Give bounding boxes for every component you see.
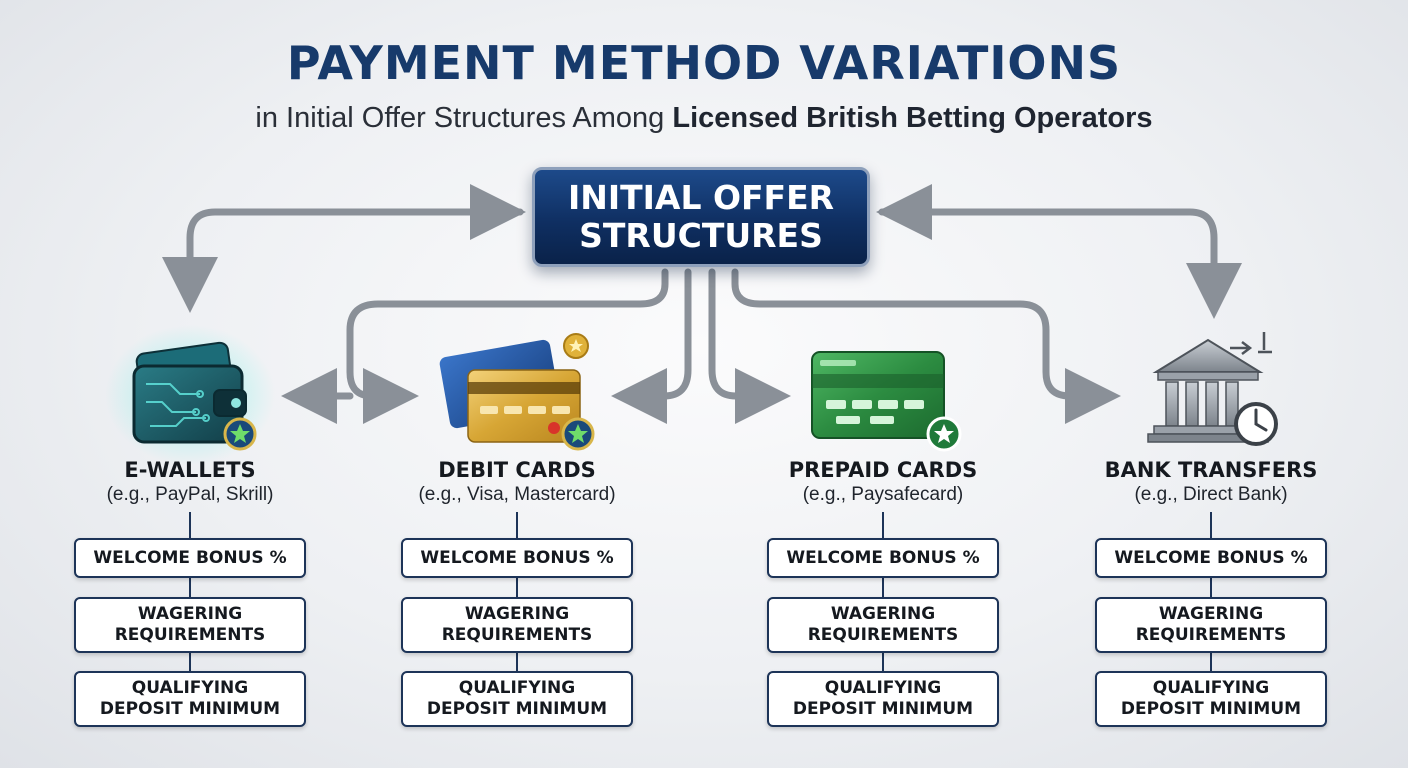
method-name-bank-transfers: BANK TRANSFERS [1104,458,1318,482]
method-name-prepaid-cards: PREPAID CARDS [788,458,978,482]
feature-welcome-bonus: WELCOME BONUS % [767,538,999,578]
feature-welcome-bonus: WELCOME BONUS % [401,538,633,578]
initial-offer-structures-box: INITIAL OFFER STRUCTURES [532,167,870,267]
arrow-right-outer [878,208,1242,319]
feature-welcome-bonus: WELCOME BONUS % [74,538,306,578]
arrow-to-prepaid [708,268,791,424]
method-example-e-wallets: (e.g., PayPal, Skrill) [106,484,274,505]
feature-qualifying-deposit-minimum: QUALIFYING DEPOSIT MINIMUM [401,671,633,727]
center-line-2: STRUCTURES [579,216,823,255]
page-subtitle: in Initial Offer Structures Among Licens… [0,102,1408,135]
method-example-bank-transfers: (e.g., Direct Bank) [1134,484,1288,505]
feature-qualifying-deposit-minimum: QUALIFYING DEPOSIT MINIMUM [1095,671,1327,727]
center-line-1: INITIAL OFFER [567,178,835,217]
feature-wagering-requirements: WAGERING REQUIREMENTS [74,597,306,653]
arrows-top [162,184,1242,319]
page-title: PAYMENT METHOD VARIATIONS [286,36,1122,90]
feature-wagering-requirements: WAGERING REQUIREMENTS [401,597,633,653]
arrows-lower [281,268,1121,424]
subtitle-prefix: in Initial Offer Structures Among [255,102,673,134]
prepaid-card-icon [811,351,962,452]
feature-wagering-requirements: WAGERING REQUIREMENTS [1095,597,1327,653]
feature-welcome-bonus: WELCOME BONUS % [1095,538,1327,578]
debit-card-icon [439,333,595,451]
feature-connectors [189,512,1212,672]
method-name-debit-cards: DEBIT CARDS [438,458,596,482]
method-example-prepaid-cards: (e.g., Paysafecard) [802,484,964,505]
method-example-debit-cards: (e.g., Visa, Mastercard) [418,484,616,505]
feature-qualifying-deposit-minimum: QUALIFYING DEPOSIT MINIMUM [767,671,999,727]
arrow-to-debit [346,268,669,424]
feature-qualifying-deposit-minimum: QUALIFYING DEPOSIT MINIMUM [74,671,306,727]
arrow-to-debit-right [611,268,692,424]
arrow-to-bank [731,268,1121,424]
bank-icon [1147,332,1278,446]
wallet-icon [105,325,275,465]
subtitle-emphasis: Licensed British Betting Operators [672,102,1153,134]
feature-wagering-requirements: WAGERING REQUIREMENTS [767,597,999,653]
method-name-e-wallets: E-WALLETS [124,458,256,482]
arrow-left-outer [162,208,524,313]
